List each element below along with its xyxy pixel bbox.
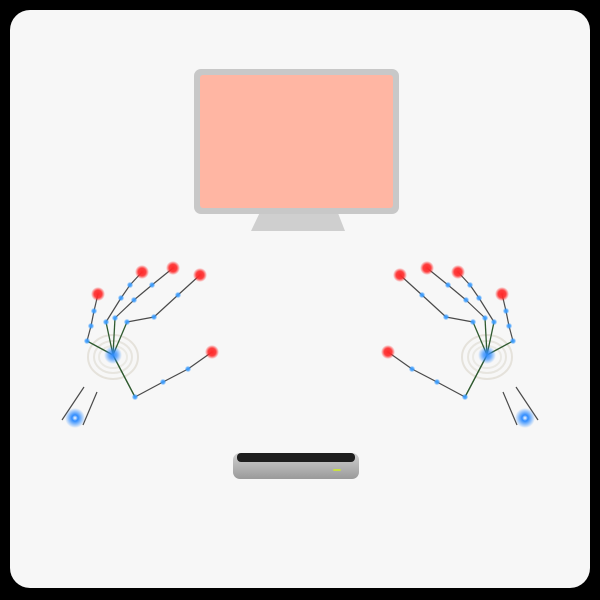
motion-sensor-icon — [233, 453, 359, 479]
right-finger-bone — [436, 381, 466, 398]
right-joint-dot — [461, 393, 469, 401]
left-joint-dot — [102, 318, 110, 326]
monitor-screen — [200, 75, 393, 208]
left-palm-ripple-ring — [87, 334, 139, 380]
left-wrist-dot — [65, 408, 85, 428]
right-joint-dot — [509, 337, 517, 345]
right-joint-dot — [408, 365, 416, 373]
left-finger-bone — [105, 297, 122, 323]
left-fingertip-dot — [166, 261, 180, 275]
left-joint-dot — [150, 313, 158, 321]
right-finger-bone — [421, 294, 447, 318]
right-joint-dot — [490, 318, 498, 326]
right-joint-dot — [502, 307, 510, 315]
left-palm-center-dot — [104, 346, 122, 364]
right-joint-dot — [442, 313, 450, 321]
left-fingertip-dot — [91, 287, 105, 301]
left-fingertip-dot — [193, 268, 207, 282]
left-finger-bone — [114, 299, 135, 319]
left-finger-bone — [153, 294, 179, 318]
left-fingertip-dot — [205, 345, 219, 359]
right-finger-bone — [447, 284, 467, 301]
left-finger-bone — [162, 368, 189, 383]
left-joint-dot — [83, 337, 91, 345]
left-joint-dot — [131, 393, 139, 401]
right-forearm-bone — [502, 391, 518, 426]
left-joint-dot — [184, 365, 192, 373]
right-hand-skeleton-icon — [381, 261, 539, 428]
right-joint-dot — [418, 291, 426, 299]
right-palm-ripple-ring — [467, 340, 507, 374]
right-fingertip-dot — [393, 268, 407, 282]
left-joint-dot — [111, 314, 119, 322]
right-fingertip-dot — [451, 265, 465, 279]
left-fingertip-dot — [135, 265, 149, 279]
left-finger-bone — [126, 316, 155, 323]
left-forearm-bone — [82, 391, 98, 426]
left-joint-dot — [148, 281, 156, 289]
left-palm-ripple-ring — [93, 340, 133, 374]
sensor-top-surface — [237, 453, 355, 462]
right-palm-center-dot — [478, 346, 496, 364]
right-joint-dot — [469, 318, 477, 326]
right-finger-bone — [445, 316, 474, 323]
right-fingertip-dot — [381, 345, 395, 359]
right-joint-dot — [444, 281, 452, 289]
right-joint-dot — [481, 314, 489, 322]
right-fingertip-dot — [420, 261, 434, 275]
left-joint-dot — [126, 281, 134, 289]
right-fingertip-dot — [495, 287, 509, 301]
right-joint-dot — [433, 378, 441, 386]
right-finger-bone — [411, 368, 438, 383]
left-hand-skeleton-icon — [61, 261, 219, 428]
sensor-led — [333, 469, 341, 471]
left-joint-dot — [123, 318, 131, 326]
right-joint-dot — [505, 322, 513, 330]
right-joint-dot — [466, 281, 474, 289]
right-joint-dot — [462, 296, 470, 304]
left-joint-dot — [90, 307, 98, 315]
right-palm-ripple-ring — [461, 334, 513, 380]
right-joint-dot — [475, 294, 483, 302]
left-joint-dot — [174, 291, 182, 299]
left-joint-dot — [130, 296, 138, 304]
right-wrist-dot — [515, 408, 535, 428]
left-joint-dot — [87, 322, 95, 330]
left-finger-bone — [134, 381, 164, 398]
left-joint-dot — [117, 294, 125, 302]
left-finger-bone — [133, 284, 153, 301]
hands-group — [61, 261, 539, 428]
right-finger-bone — [465, 299, 486, 319]
left-joint-dot — [159, 378, 167, 386]
right-finger-bone — [478, 297, 495, 323]
monitor-icon — [194, 69, 399, 231]
background-panel — [10, 10, 590, 588]
